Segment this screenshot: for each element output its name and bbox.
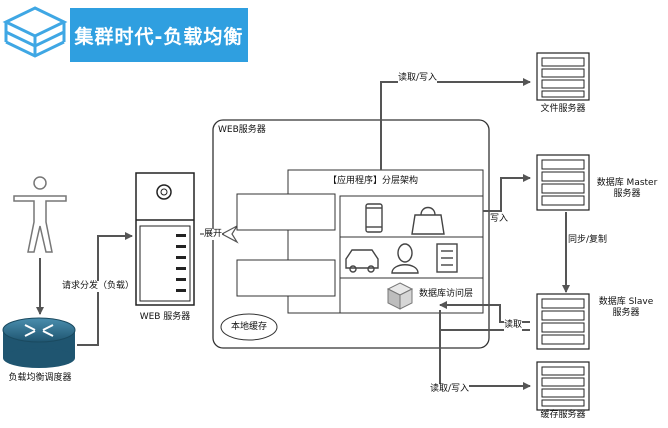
document-icon <box>436 243 458 273</box>
web-server-tower <box>135 172 195 306</box>
router-icon <box>2 317 76 368</box>
rw-file-arrow <box>380 78 531 170</box>
read-slave-label: 读取 <box>504 320 523 331</box>
banner-title: 集群时代-负载均衡 <box>70 8 248 62</box>
file-server-rack <box>536 52 590 101</box>
expand-label: 展开 <box>204 229 223 240</box>
web-cluster-label: WEB服务器 <box>218 125 266 135</box>
person-icon <box>391 243 419 274</box>
rw-file-label: 读取/写入 <box>398 73 438 84</box>
local-cache-label: 本地缓存 <box>230 322 268 332</box>
db-master-rack <box>536 154 590 211</box>
app-layers-stack <box>339 195 484 314</box>
cluster-node-box-bottom <box>236 259 336 297</box>
balancer-label: 负载均衡调度器 <box>8 373 72 383</box>
cube-icon <box>386 282 414 310</box>
write-master-arrow <box>483 174 531 212</box>
web-server-label: WEB 服务器 <box>139 312 191 322</box>
file-server-label: 文件服务器 <box>540 104 586 114</box>
db-slave-label: 数据库 Slave 服务器 <box>598 297 654 318</box>
cluster-node-box-top <box>236 193 336 231</box>
rw-cache-label: 读取/写入 <box>430 384 470 395</box>
cache-server-rack <box>536 361 590 411</box>
sync-label: 同步/复制 <box>568 235 608 246</box>
expand-arrow <box>220 224 239 244</box>
db-slave-rack <box>536 293 590 350</box>
local-cache-ellipse <box>220 313 278 341</box>
cache-server-label: 缓存服务器 <box>540 410 586 420</box>
data-access-label: 数据库访问层 <box>419 289 474 299</box>
stacked-layers-icon <box>2 6 68 58</box>
car-icon <box>345 249 379 273</box>
phone-icon <box>365 203 383 233</box>
app-layers-label: 【应用程序】分层架构 <box>328 176 419 186</box>
bag-icon <box>411 206 445 235</box>
user-icon <box>13 176 67 253</box>
dispatch-label: 请求分发（负载） <box>62 281 135 292</box>
write-master-label: 写入 <box>490 214 509 225</box>
db-master-label: 数据库 Master 服务器 <box>596 178 658 199</box>
